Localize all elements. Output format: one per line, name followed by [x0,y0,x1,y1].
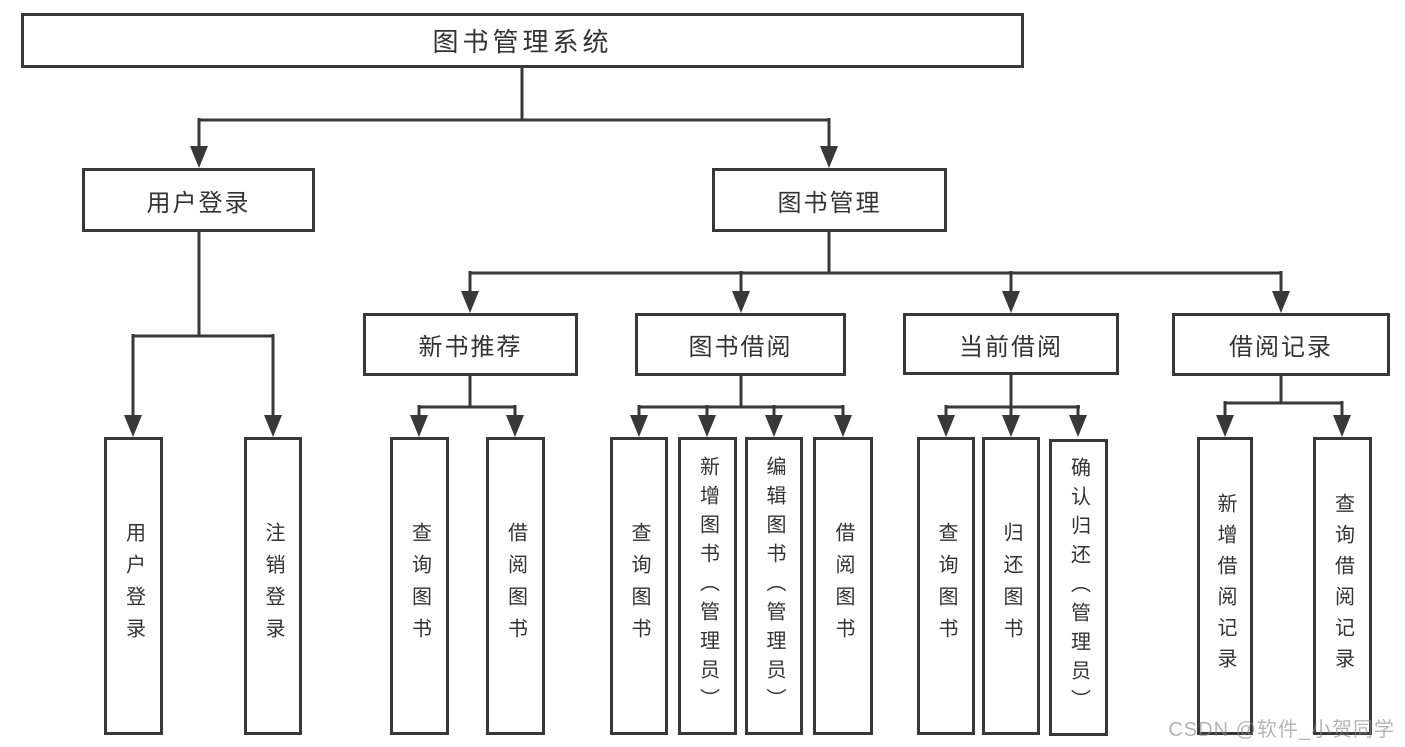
node-label: 借阅图书 [832,522,854,650]
leaf-borrow-books-2: 借阅图书 [813,437,873,735]
node-book-management: 图书管理 [712,168,947,232]
leaf-add-books-admin: 新增图书（管理员） [678,437,737,735]
node-label: 图书管理 [777,189,882,217]
leaf-add-borrow-record: 新增借阅记录 [1197,437,1253,735]
leaf-borrow-books-1: 借阅图书 [486,437,545,735]
leaf-query-books-2: 查询图书 [610,437,668,735]
node-label: 查询图书 [628,522,650,650]
node-label: 借阅记录 [1229,334,1333,361]
node-label: 查询借阅记录 [1331,493,1354,679]
node-label: 当前借阅 [959,333,1063,361]
node-label: 图书借阅 [688,334,793,361]
node-label: 图书管理系统 [432,27,613,57]
node-label: 用户登录 [146,189,251,217]
node-new-book-recommend: 新书推荐 [363,313,578,376]
node-borrow-records: 借阅记录 [1172,313,1390,376]
node-label: 用户登录 [122,522,145,650]
node-label: 新增借阅记录 [1214,493,1236,679]
node-label: 确认归还（管理员） [1067,457,1090,718]
leaf-query-books-3: 查询图书 [917,437,975,735]
leaf-return-books: 归还图书 [982,437,1040,735]
leaf-query-books-1: 查询图书 [390,437,449,735]
node-book-borrow: 图书借阅 [635,313,846,376]
node-label: 编辑图书（管理员） [763,455,785,717]
node-current-borrow: 当前借阅 [903,313,1119,375]
leaf-confirm-return-admin: 确认归还（管理员） [1049,439,1108,736]
node-label: 归还图书 [1000,522,1022,650]
leaf-query-borrow-record: 查询借阅记录 [1313,437,1372,735]
leaf-logout: 注销登录 [244,437,302,735]
node-label: 新增图书（管理员） [696,455,719,717]
node-label: 查询图书 [935,522,957,650]
node-library-management-system: 图书管理系统 [21,13,1024,68]
leaf-user-login: 用户登录 [104,437,163,735]
node-label: 查询图书 [408,522,431,650]
leaf-edit-books-admin: 编辑图书（管理员） [745,437,803,735]
node-label: 新书推荐 [418,334,523,361]
csdn-watermark: CSDN @软件_小贺同学 [1168,719,1395,741]
node-label: 借阅图书 [504,522,527,650]
node-label: 注销登录 [262,522,284,650]
node-user-login: 用户登录 [82,168,315,232]
